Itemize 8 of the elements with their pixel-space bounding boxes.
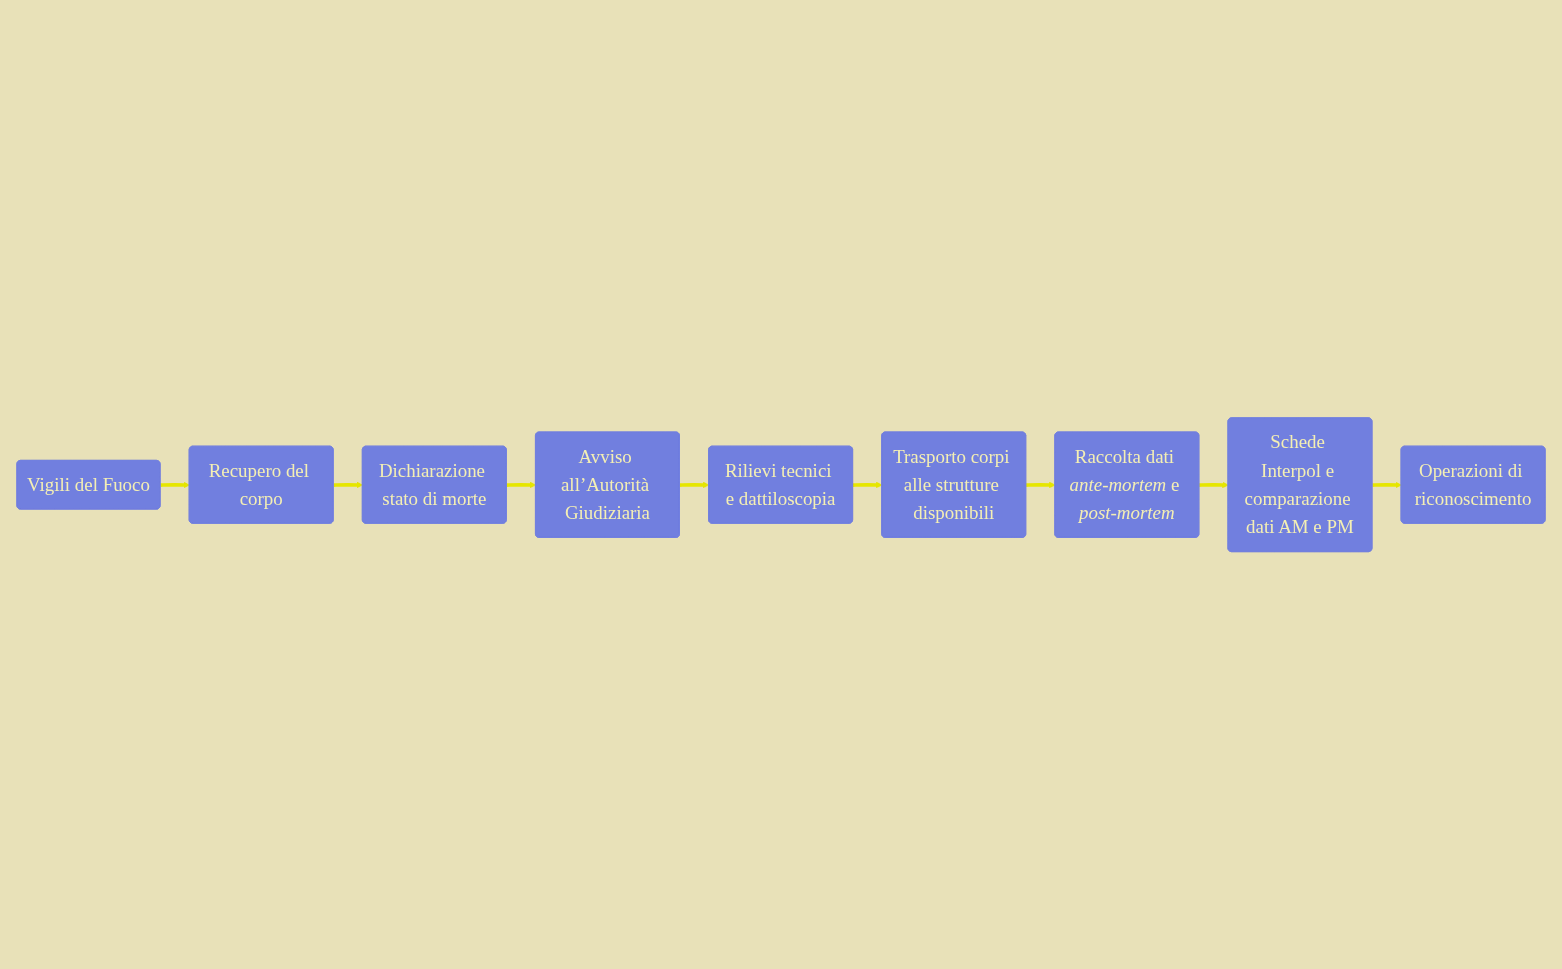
arrow — [1199, 481, 1229, 488]
arrow — [852, 481, 883, 488]
arrow — [1372, 481, 1402, 488]
arrow — [333, 481, 363, 488]
arrow — [679, 481, 710, 488]
arrow — [506, 481, 537, 488]
arrow — [1026, 481, 1056, 488]
arrow — [160, 481, 190, 488]
